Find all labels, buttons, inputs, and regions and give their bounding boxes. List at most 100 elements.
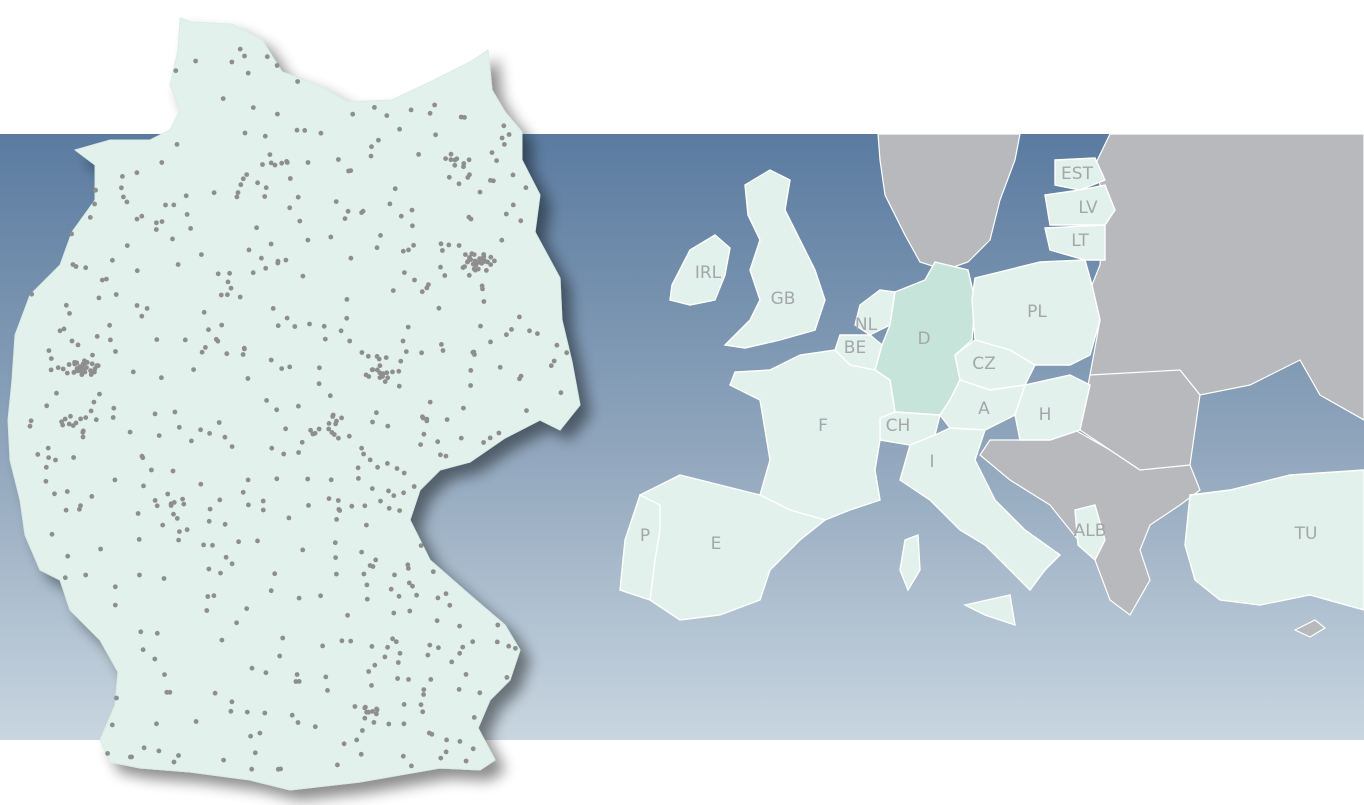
location-dot[interactable]	[89, 361, 95, 367]
location-dot[interactable]	[405, 562, 411, 568]
location-dot[interactable]	[61, 326, 67, 332]
location-dot[interactable]	[245, 477, 251, 483]
location-dot[interactable]	[377, 363, 383, 369]
location-dot[interactable]	[434, 618, 440, 624]
location-dot[interactable]	[364, 522, 369, 528]
location-dot[interactable]	[199, 252, 204, 257]
location-dot[interactable]	[274, 476, 280, 482]
location-dot[interactable]	[460, 644, 466, 650]
location-dot[interactable]	[334, 571, 339, 577]
location-dot[interactable]	[401, 470, 407, 476]
location-dot[interactable]	[71, 455, 76, 460]
location-dot[interactable]	[406, 566, 411, 571]
location-dot[interactable]	[295, 79, 300, 84]
location-dot[interactable]	[249, 665, 255, 671]
location-dot[interactable]	[297, 218, 303, 224]
location-dot[interactable]	[93, 417, 99, 423]
location-dot[interactable]	[46, 348, 52, 353]
location-dot[interactable]	[275, 111, 280, 117]
location-dot[interactable]	[316, 426, 322, 432]
location-dot[interactable]	[444, 737, 449, 743]
location-dot[interactable]	[289, 712, 295, 718]
country-scandinavia[interactable]	[877, 133, 1021, 271]
location-dot[interactable]	[141, 745, 147, 751]
location-dot[interactable]	[436, 305, 442, 311]
location-dot[interactable]	[564, 350, 570, 356]
location-dot[interactable]	[396, 368, 402, 374]
location-dot[interactable]	[503, 211, 509, 217]
location-dot[interactable]	[244, 172, 250, 178]
location-dot[interactable]	[488, 178, 493, 183]
location-dot[interactable]	[263, 265, 269, 271]
location-dot[interactable]	[369, 644, 375, 649]
location-dot[interactable]	[295, 720, 301, 725]
location-dot[interactable]	[254, 225, 259, 231]
location-dot[interactable]	[506, 643, 512, 649]
location-dot[interactable]	[408, 107, 414, 113]
location-dot[interactable]	[174, 516, 180, 521]
location-dot[interactable]	[446, 174, 452, 180]
location-dot[interactable]	[98, 546, 103, 552]
location-dot[interactable]	[112, 602, 118, 608]
location-dot[interactable]	[400, 248, 406, 254]
location-dot[interactable]	[396, 383, 402, 389]
location-dot[interactable]	[173, 68, 179, 74]
location-dot[interactable]	[385, 644, 390, 650]
location-dot[interactable]	[210, 542, 215, 548]
location-dot[interactable]	[350, 111, 356, 117]
location-dot[interactable]	[78, 416, 83, 422]
location-dot[interactable]	[234, 194, 240, 200]
location-dot[interactable]	[268, 241, 274, 247]
location-dot[interactable]	[235, 190, 241, 196]
location-dot[interactable]	[448, 157, 454, 163]
country-poland[interactable]	[971, 259, 1101, 366]
location-dot[interactable]	[385, 423, 391, 429]
location-dot[interactable]	[391, 493, 397, 498]
location-dot[interactable]	[308, 427, 313, 433]
location-dot[interactable]	[193, 58, 199, 64]
location-dot[interactable]	[184, 527, 190, 533]
location-dot[interactable]	[156, 433, 162, 438]
location-dot[interactable]	[70, 423, 76, 428]
location-dot[interactable]	[372, 105, 377, 110]
location-dot[interactable]	[428, 677, 434, 682]
location-dot[interactable]	[487, 435, 493, 441]
location-dot[interactable]	[551, 358, 557, 364]
location-dot[interactable]	[110, 415, 116, 420]
location-dot[interactable]	[63, 507, 69, 513]
island-sardinia[interactable]	[899, 534, 921, 592]
location-dot[interactable]	[277, 653, 283, 659]
location-dot[interactable]	[75, 342, 81, 348]
location-dot[interactable]	[300, 547, 306, 553]
location-dot[interactable]	[221, 757, 227, 763]
location-dot[interactable]	[496, 430, 502, 436]
location-dot[interactable]	[248, 733, 254, 739]
location-dot[interactable]	[321, 323, 327, 329]
location-dot[interactable]	[237, 46, 243, 52]
location-dot[interactable]	[163, 202, 168, 208]
location-dot[interactable]	[359, 445, 364, 451]
location-dot[interactable]	[268, 160, 274, 166]
location-dot[interactable]	[361, 571, 367, 577]
location-dot[interactable]	[250, 270, 256, 276]
location-dot[interactable]	[335, 762, 340, 768]
location-dot[interactable]	[442, 273, 448, 278]
location-dot[interactable]	[97, 391, 102, 397]
location-dot[interactable]	[397, 126, 402, 132]
location-dot[interactable]	[420, 414, 425, 420]
location-dot[interactable]	[366, 709, 371, 715]
location-dot[interactable]	[223, 554, 229, 560]
location-dot[interactable]	[395, 660, 401, 665]
location-dot[interactable]	[419, 289, 425, 295]
location-dot[interactable]	[242, 53, 247, 59]
location-dot[interactable]	[68, 413, 73, 419]
location-dot[interactable]	[252, 750, 258, 756]
location-dot[interactable]	[260, 162, 265, 167]
location-dot[interactable]	[92, 201, 97, 207]
location-dot[interactable]	[367, 457, 373, 463]
location-dot[interactable]	[355, 465, 361, 471]
location-dot[interactable]	[176, 753, 181, 758]
location-dot[interactable]	[134, 268, 140, 274]
location-dot[interactable]	[488, 254, 494, 260]
location-dot[interactable]	[518, 373, 524, 379]
